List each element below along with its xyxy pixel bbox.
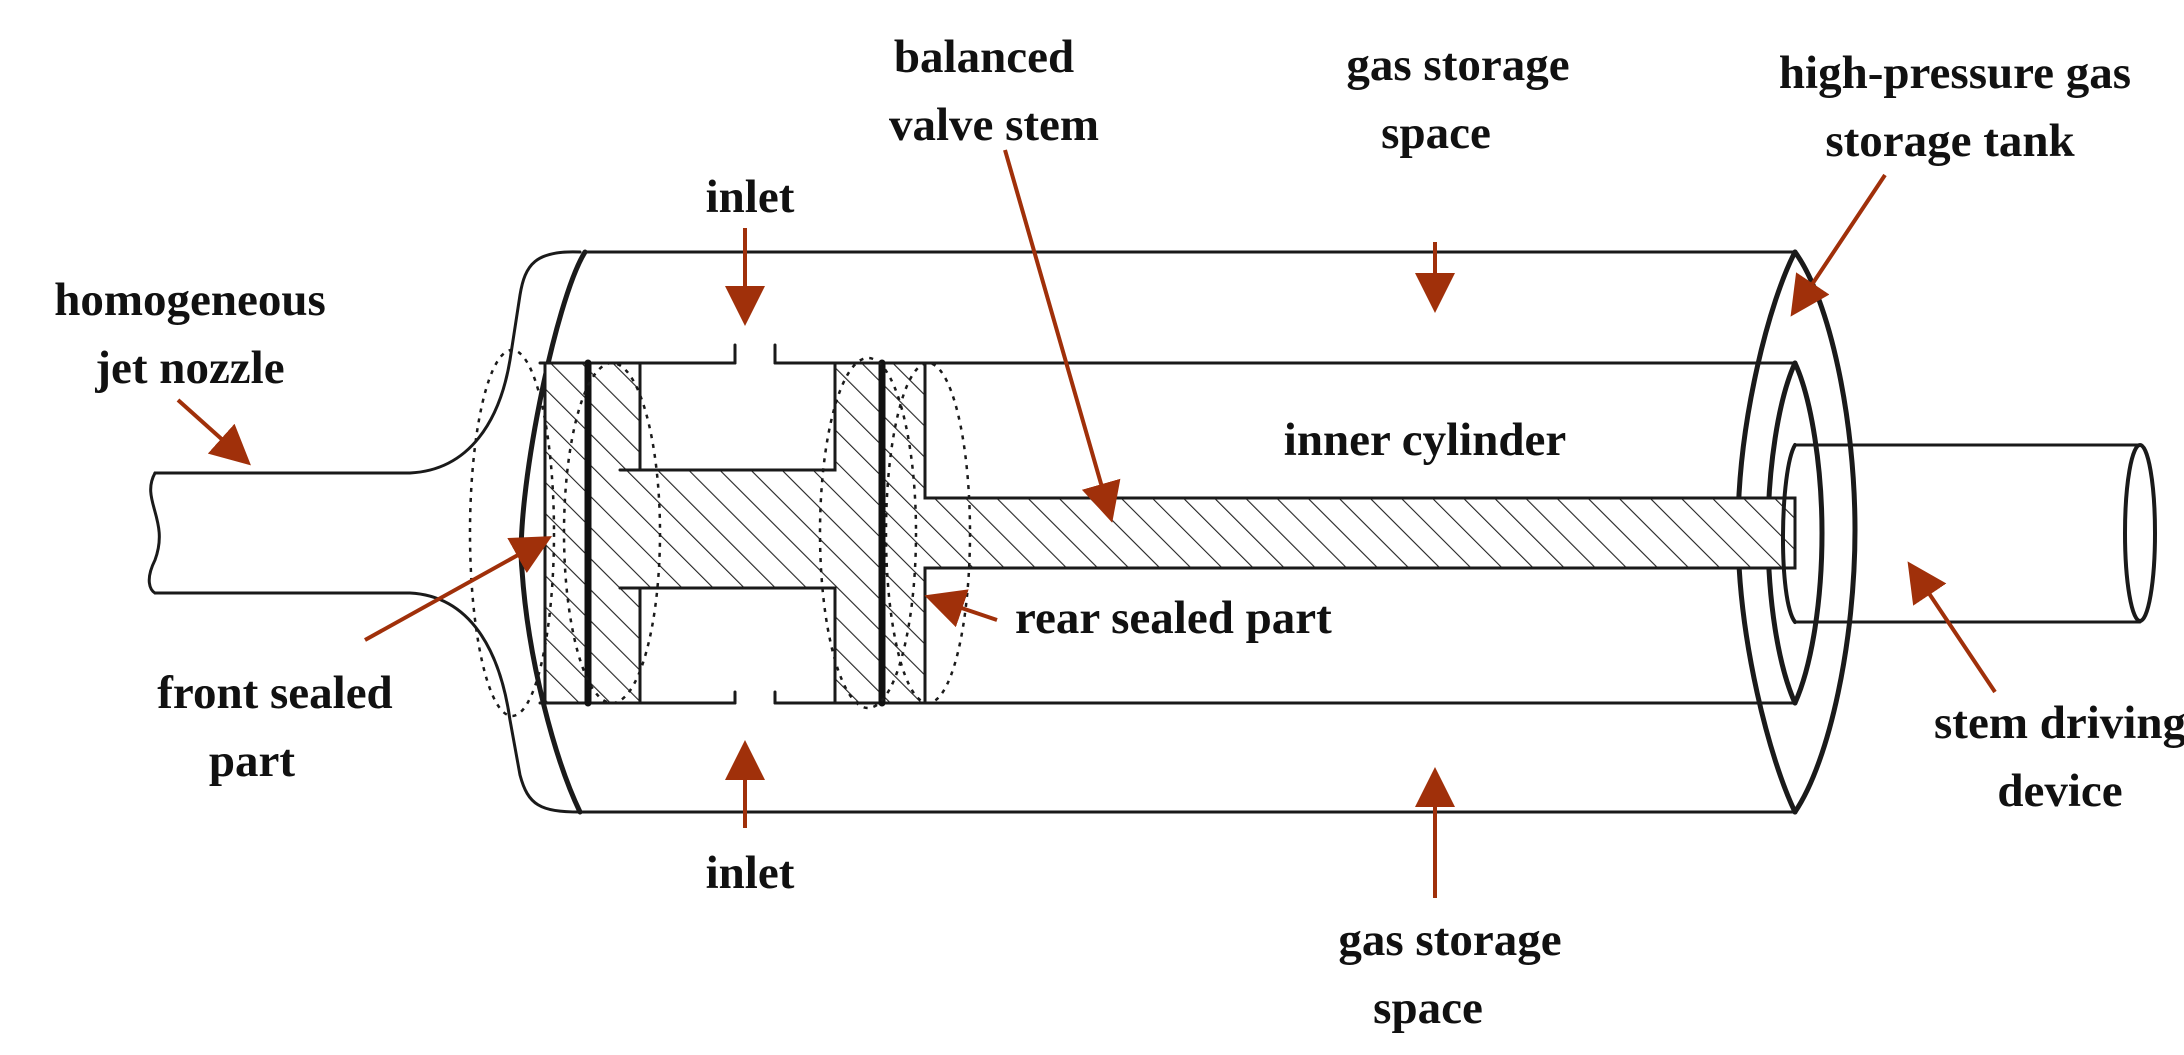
label-stem-driving-device-line2: device xyxy=(1997,765,2122,817)
callout-arrows xyxy=(176,149,1997,898)
label-gas-storage-space-top-line2: space xyxy=(1381,107,1491,159)
arrow-rear-seal xyxy=(924,589,998,628)
label-stem-driving-device-line1: stem driving xyxy=(1934,697,2184,749)
arrow-valve-stem xyxy=(1003,149,1121,523)
label-inlet-top: inlet xyxy=(706,171,795,223)
arrow-nozzle xyxy=(176,398,251,466)
stem-driving-device xyxy=(1781,443,2157,624)
label-homogeneous-jet-nozzle-line1: homogeneous xyxy=(54,274,326,326)
label-rear-sealed-part: rear sealed part xyxy=(1015,592,1332,644)
arrow-tank xyxy=(1790,173,1887,317)
label-front-sealed-part-line1: front sealed xyxy=(157,667,392,719)
valve-stem-assembly xyxy=(543,359,1797,707)
label-high-pressure-tank-line2: storage tank xyxy=(1825,115,2075,167)
label-balanced-valve-stem-line2: valve stem xyxy=(889,99,1099,151)
label-inner-cylinder: inner cylinder xyxy=(1284,414,1566,466)
labels: homogeneous jet nozzle front sealed part… xyxy=(54,31,2184,1034)
label-homogeneous-jet-nozzle-line2: jet nozzle xyxy=(94,342,284,394)
arrow-front-seal xyxy=(364,536,552,642)
label-front-sealed-part-line2: part xyxy=(209,735,296,787)
label-balanced-valve-stem-line1: balanced xyxy=(894,31,1074,83)
arrow-stem-driving xyxy=(1907,561,1997,694)
label-gas-storage-space-bottom-line1: gas storage xyxy=(1338,914,1561,966)
label-gas-storage-space-bottom-line2: space xyxy=(1373,982,1483,1034)
nozzle xyxy=(147,250,582,814)
label-gas-storage-space-top-line1: gas storage xyxy=(1346,39,1569,91)
seal-outlines xyxy=(468,348,972,718)
label-inlet-bottom: inlet xyxy=(706,847,795,899)
label-high-pressure-tank-line1: high-pressure gas xyxy=(1779,47,2131,99)
